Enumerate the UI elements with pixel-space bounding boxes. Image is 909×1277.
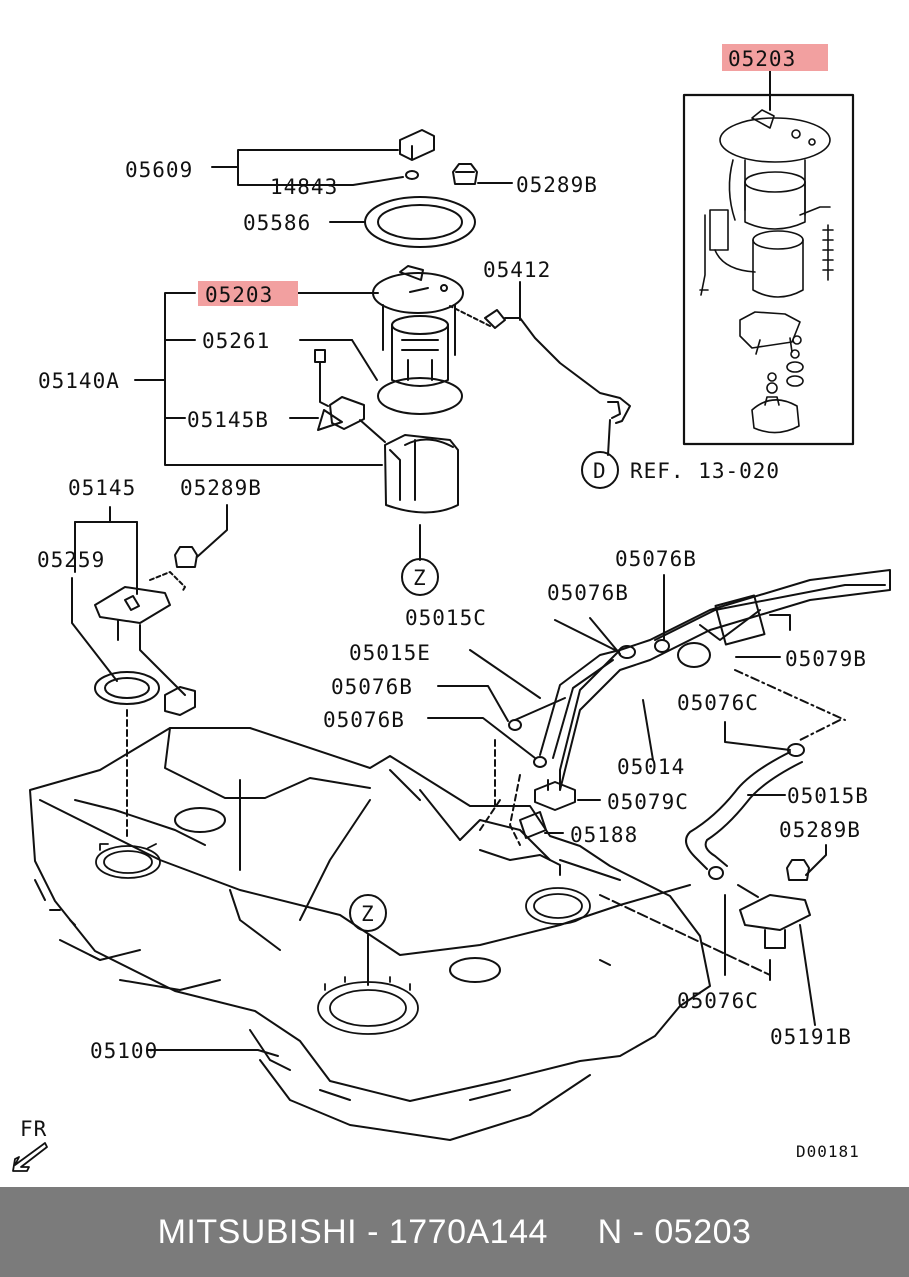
label-05076C-a: 05076C bbox=[677, 691, 759, 715]
connector-05609 bbox=[399, 129, 435, 161]
diagram-code: D00181 bbox=[796, 1142, 860, 1161]
label-05203-top: 05203 bbox=[728, 47, 796, 71]
nut-05289B-top bbox=[452, 163, 478, 185]
inset-frame bbox=[682, 93, 855, 446]
label-05145B: 05145B bbox=[187, 408, 269, 432]
label-ref: REF. 13-020 bbox=[630, 459, 780, 483]
valve-05191B bbox=[737, 884, 811, 949]
label-05261: 05261 bbox=[202, 329, 270, 353]
gasket-05261 bbox=[377, 377, 463, 415]
o-ring-14843 bbox=[405, 170, 419, 180]
label-05079C: 05079C bbox=[607, 790, 689, 814]
label-05076C-b: 05076C bbox=[677, 989, 759, 1013]
fuel-tank-05100 bbox=[29, 727, 711, 1141]
nut-05289B-right bbox=[786, 859, 810, 881]
label-zone-z2: Z bbox=[361, 902, 375, 926]
zone-z2-circle bbox=[349, 894, 387, 932]
label-05609: 05609 bbox=[125, 158, 193, 182]
parts-diagram: 05203 05609 14843 05289B 05586 05412 052… bbox=[12, 44, 891, 1172]
filler-pipe-assembly bbox=[508, 569, 891, 791]
label-05076B-d: 05076B bbox=[323, 708, 405, 732]
valve-05188 bbox=[519, 811, 547, 839]
label-05586: 05586 bbox=[243, 211, 311, 235]
part-info-footer: MITSUBISHI - 1770A144 N - 05203 bbox=[0, 1187, 909, 1277]
label-14843: 14843 bbox=[270, 175, 338, 199]
zone-z1-circle bbox=[401, 558, 439, 596]
label-05188: 05188 bbox=[570, 823, 638, 847]
tank-openings bbox=[95, 843, 591, 1035]
label-05140A: 05140A bbox=[38, 369, 120, 393]
label-05076B-a: 05076B bbox=[615, 547, 697, 571]
label-05289B-a: 05289B bbox=[516, 173, 598, 197]
nut-05289B-left bbox=[174, 546, 198, 568]
label-05100: 05100 bbox=[90, 1039, 158, 1063]
label-05079B: 05079B bbox=[785, 647, 867, 671]
sender-05145 bbox=[94, 586, 171, 624]
ref-d-circle bbox=[581, 451, 619, 489]
label-ref-d: D bbox=[593, 459, 607, 483]
label-fr: FR bbox=[20, 1117, 47, 1141]
label-05015B: 05015B bbox=[787, 784, 869, 808]
highlight-05203-mid bbox=[198, 281, 298, 306]
inset-pump-assembly bbox=[699, 109, 834, 434]
clamp-05079C bbox=[534, 779, 576, 811]
label-05412: 05412 bbox=[483, 258, 551, 282]
hose-05015B bbox=[685, 751, 803, 870]
label-05259: 05259 bbox=[37, 548, 105, 572]
label-05014: 05014 bbox=[617, 755, 685, 779]
part-info-text: MITSUBISHI - 1770A144 N - 05203 bbox=[157, 1212, 752, 1251]
gasket-05259 bbox=[94, 671, 160, 705]
label-05015C: 05015C bbox=[405, 606, 487, 630]
label-05015E: 05015E bbox=[349, 641, 431, 665]
label-05289B-c: 05289B bbox=[779, 818, 861, 842]
pump-flange bbox=[372, 272, 464, 314]
sender-unit bbox=[314, 349, 365, 431]
label-05076B-b: 05076B bbox=[547, 581, 629, 605]
tube-05412 bbox=[484, 309, 631, 424]
pump-housing bbox=[384, 434, 459, 514]
label-05203-mid: 05203 bbox=[205, 283, 273, 307]
label-zone-z1: Z bbox=[413, 566, 427, 590]
label-05289B-b: 05289B bbox=[180, 476, 262, 500]
highlight-05203-top bbox=[722, 44, 828, 71]
label-05191B: 05191B bbox=[770, 1025, 852, 1049]
fr-arrow-icon bbox=[12, 1142, 48, 1172]
label-05076B-c: 05076B bbox=[331, 675, 413, 699]
label-05145: 05145 bbox=[68, 476, 136, 500]
